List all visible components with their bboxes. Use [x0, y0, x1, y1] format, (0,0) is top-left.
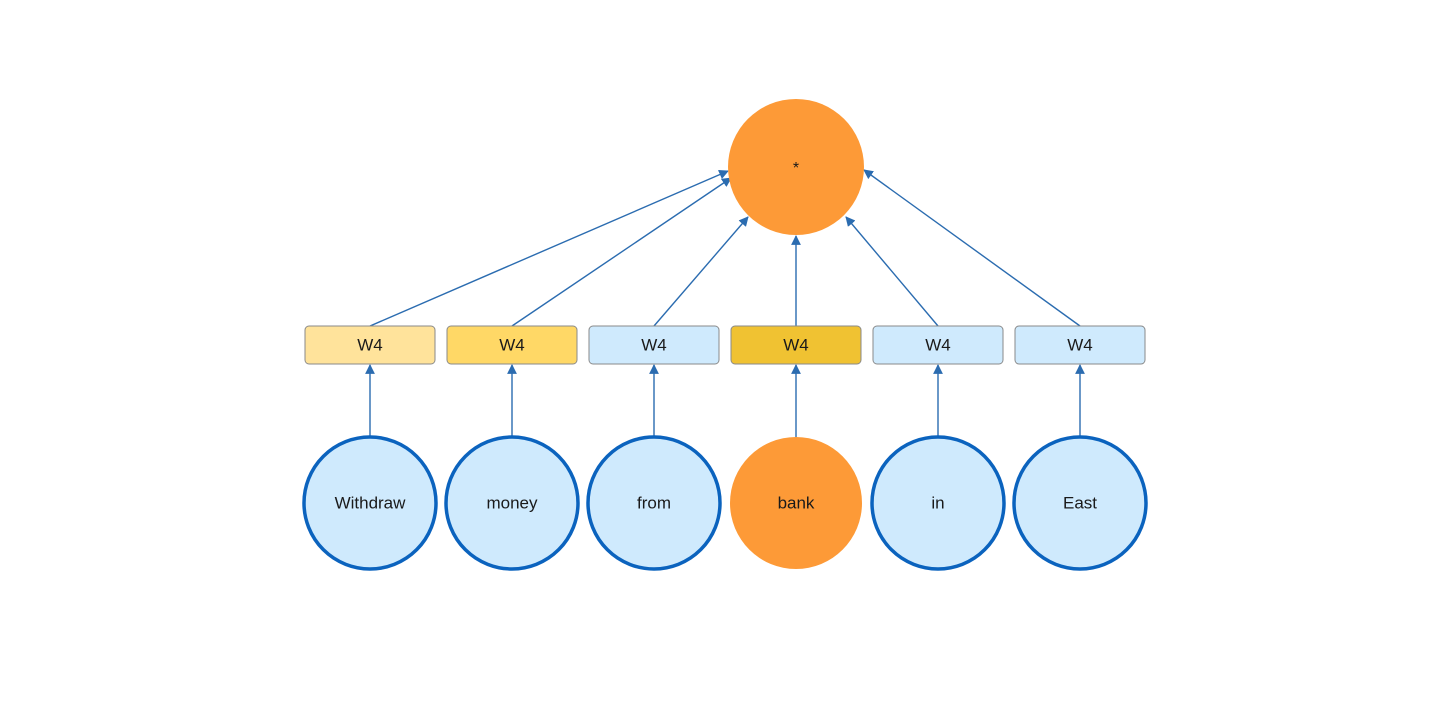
token-node: in: [870, 435, 1006, 571]
edge-weight-to-output: [653, 216, 749, 327]
token-node-circle: [730, 437, 862, 569]
weight-box-rect: [446, 325, 578, 365]
weight-box: W4: [446, 325, 578, 365]
token-to-weight-edges: [365, 364, 1085, 437]
token-label: East: [1063, 493, 1097, 512]
output-node-circle: [728, 99, 864, 235]
token-node: Withdraw: [302, 435, 438, 571]
edge-weight-to-output: [845, 216, 939, 327]
token-nodes: Withdraw money from bank in East: [302, 435, 1148, 571]
token-label: from: [637, 493, 671, 512]
token-node-circle: [302, 435, 438, 571]
token-label: bank: [778, 493, 815, 512]
output-node: *: [728, 99, 864, 235]
token-node-circle: [586, 435, 722, 571]
output-node-label: *: [793, 160, 799, 177]
weight-box-rect: [872, 325, 1004, 365]
token-label: Withdraw: [335, 493, 407, 512]
weight-box-rect: [1014, 325, 1146, 365]
weight-boxes: W4 W4 W4 W4 W4 W4: [304, 325, 1146, 365]
token-node: from: [586, 435, 722, 571]
weight-box: W4: [730, 325, 862, 365]
weight-box: W4: [304, 325, 436, 365]
token-node: money: [444, 435, 580, 571]
weight-label: W4: [783, 335, 809, 354]
weight-box: W4: [872, 325, 1004, 365]
edge-weight-to-output: [369, 170, 729, 327]
token-node: East: [1012, 435, 1148, 571]
token-node-circle: [870, 435, 1006, 571]
weight-box-rect: [588, 325, 720, 365]
weight-label: W4: [641, 335, 667, 354]
edge-weight-to-output: [863, 169, 1081, 327]
token-node-circle: [1012, 435, 1148, 571]
weight-label: W4: [357, 335, 383, 354]
weight-box-rect: [730, 325, 862, 365]
token-label: money: [486, 493, 538, 512]
weight-box-rect: [304, 325, 436, 365]
weight-label: W4: [1067, 335, 1093, 354]
token-node: bank: [730, 437, 862, 569]
weight-label: W4: [499, 335, 525, 354]
edge-weight-to-output: [511, 177, 732, 327]
weight-label: W4: [925, 335, 951, 354]
token-node-circle: [444, 435, 580, 571]
weight-box: W4: [1014, 325, 1146, 365]
weight-to-output-edges: [369, 169, 1081, 327]
token-label: in: [931, 493, 944, 512]
weight-box: W4: [588, 325, 720, 365]
